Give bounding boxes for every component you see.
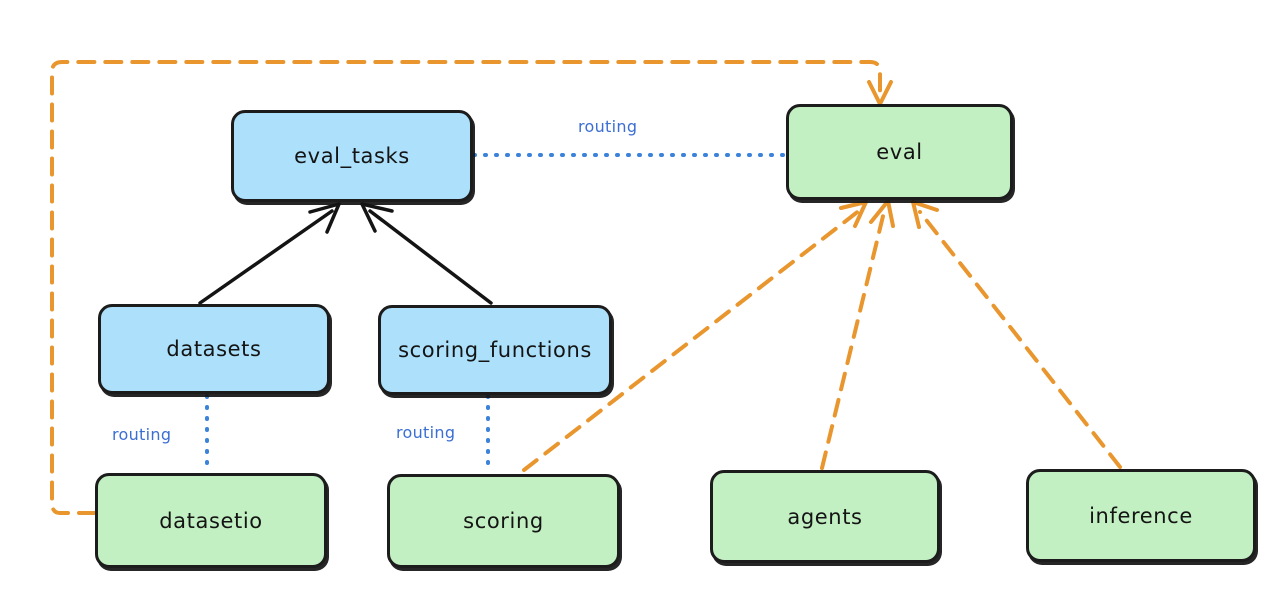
node-label-scoring-functions: scoring_functions [398,338,592,362]
node-scoring[interactable]: scoring [387,474,620,568]
node-datasetio[interactable]: datasetio [95,473,327,568]
node-eval-tasks[interactable]: eval_tasks [231,110,473,202]
node-label-scoring: scoring [463,509,544,533]
edge-agents-to-eval [820,199,895,470]
node-label-agents: agents [787,504,863,529]
node-scoring-functions[interactable]: scoring_functions [378,305,612,395]
edge-datasetio-to-eval [50,60,893,515]
node-agents[interactable]: agents [710,470,940,563]
node-label-inference: inference [1089,503,1193,528]
node-label-datasetio: datasetio [159,508,263,533]
edge-datasets-to-eval-tasks [198,202,341,305]
node-eval[interactable]: eval [786,104,1013,200]
node-label-datasets: datasets [166,337,262,361]
edge-label-routing-scoring: routing [396,423,456,442]
edge-scoring-to-eval [522,200,868,472]
node-label-eval-tasks: eval_tasks [294,144,410,168]
node-datasets[interactable]: datasets [98,304,330,394]
edge-inference-to-eval [911,200,1122,469]
edge-label-routing-eval: routing [578,117,638,136]
node-label-eval: eval [876,140,923,164]
edge-label-routing-datasets: routing [112,425,172,444]
edge-scoring-functions-to-eval-tasks [360,202,493,305]
node-inference[interactable]: inference [1026,469,1256,562]
